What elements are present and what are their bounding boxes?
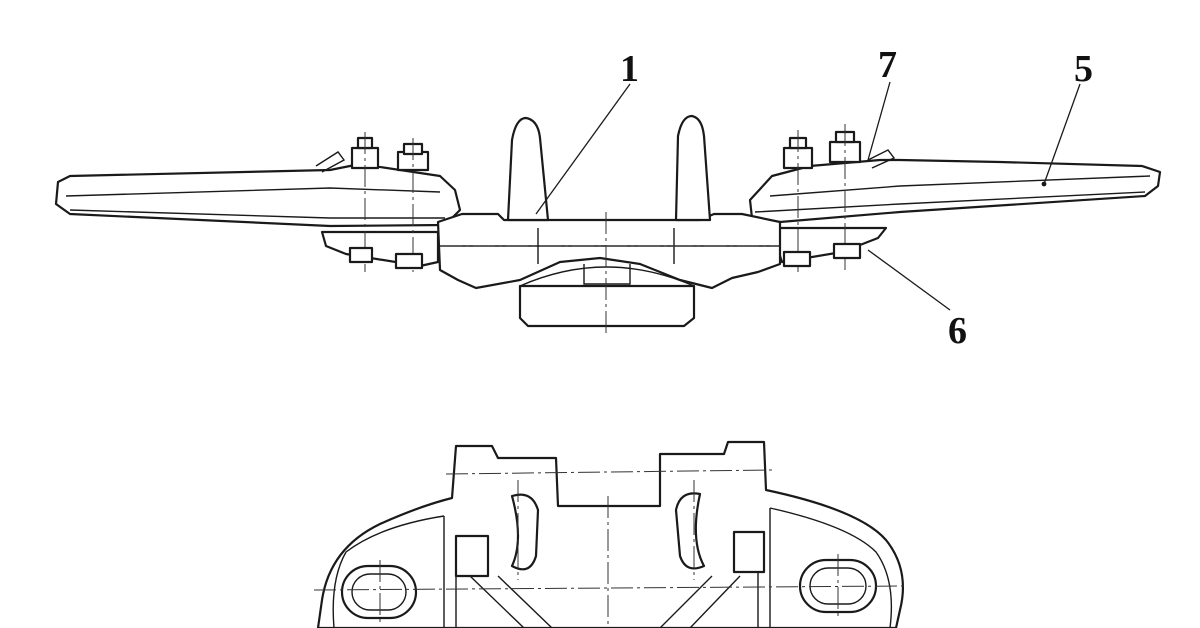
lower-pad-slot (583, 264, 631, 285)
bottom-horizontal-centerline-1 (445, 469, 773, 475)
v-rib (469, 575, 741, 628)
callout-7: 7 (878, 44, 897, 86)
leader-1 (535, 83, 631, 215)
left-arm (54, 162, 462, 228)
left-arm-spring (315, 151, 346, 173)
bottom-inner-contour (332, 515, 445, 628)
bottom-view (313, 440, 907, 628)
right-window (732, 530, 766, 574)
left-bolt-2 (394, 138, 430, 272)
center-body (436, 212, 782, 290)
right-arm-spring (867, 149, 896, 169)
leader-5-dot (1041, 181, 1047, 187)
left-bolt-1 (348, 132, 380, 272)
right-bolt-1 (782, 130, 814, 272)
right-arm-inner-line (769, 175, 1151, 197)
leader-5 (1043, 83, 1081, 185)
bottom-inner-contour-right (769, 507, 893, 628)
right-bolt-2 (828, 124, 862, 270)
callout-1: 1 (620, 48, 639, 90)
right-arm (748, 158, 1162, 224)
top-view (54, 81, 1162, 334)
right-guide-horn (674, 114, 712, 222)
left-oval-hole-inner (351, 573, 407, 611)
left-arm-lower-line (69, 209, 445, 219)
left-arm-inner-line (65, 187, 441, 197)
right-kidney-slot (674, 492, 706, 570)
callout-6: 6 (948, 310, 967, 352)
leader-7 (867, 81, 891, 161)
right-arm-lower-line (754, 191, 1146, 213)
left-window (454, 534, 490, 578)
callout-5: 5 (1074, 48, 1093, 90)
bottom-outer-contour (316, 440, 904, 628)
left-guide-horn (506, 116, 550, 222)
leader-6 (867, 249, 951, 311)
lower-pad (518, 284, 696, 328)
left-oval-hole (340, 564, 418, 620)
